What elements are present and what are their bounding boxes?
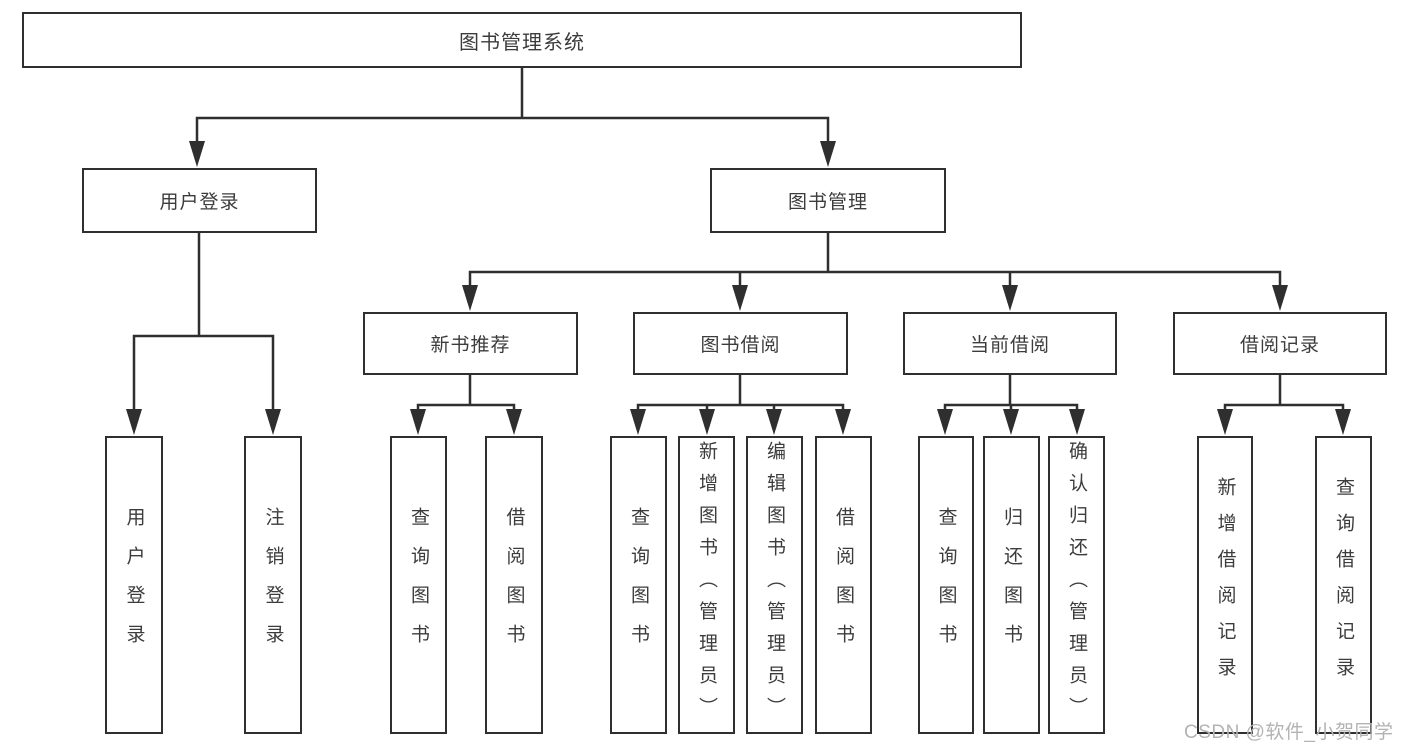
leaf-query-books-recommend: 查询图书 xyxy=(390,436,447,734)
node-book-management: 图书管理 xyxy=(710,168,946,233)
leaf-user-login: 用户登录 xyxy=(105,436,163,734)
node-borrowing-records: 借阅记录 xyxy=(1173,312,1387,375)
leaf-user-login-label: 用户登录 xyxy=(123,507,145,663)
leaf-add-borrow-record-label: 新增借阅记录 xyxy=(1214,477,1236,693)
node-new-book-recommend: 新书推荐 xyxy=(363,312,578,375)
leaf-borrow-books-label: 借阅图书 xyxy=(833,507,854,663)
node-current-borrowing: 当前借阅 xyxy=(903,312,1117,375)
leaf-add-books-admin: 新增图书（管理员） xyxy=(678,436,735,734)
leaf-add-borrow-record: 新增借阅记录 xyxy=(1197,436,1253,734)
leaf-query-borrow-record: 查询借阅记录 xyxy=(1315,436,1372,734)
node-book-borrowing: 图书借阅 xyxy=(633,312,848,375)
leaf-edit-books-admin: 编辑图书（管理员） xyxy=(746,436,803,734)
leaf-add-books-admin-label: 新增图书（管理员） xyxy=(696,441,717,729)
leaf-borrow-books-recommend: 借阅图书 xyxy=(485,436,543,734)
leaf-return-books: 归还图书 xyxy=(983,436,1040,734)
leaf-borrow-books: 借阅图书 xyxy=(815,436,872,734)
leaf-query-books-borrow-label: 查询图书 xyxy=(628,507,649,663)
leaf-logout: 注销登录 xyxy=(244,436,302,734)
leaf-borrow-books-recommend-label: 借阅图书 xyxy=(503,507,525,663)
leaf-confirm-return-admin-label: 确认归还（管理员） xyxy=(1066,441,1087,729)
leaf-return-books-label: 归还图书 xyxy=(1001,507,1022,663)
leaf-query-books-recommend-label: 查询图书 xyxy=(408,507,429,663)
leaf-query-books-current-label: 查询图书 xyxy=(935,507,957,663)
csdn-watermark: CSDN @软件_小贺同学 xyxy=(1184,722,1394,743)
arrowheads xyxy=(126,141,1351,435)
leaf-edit-books-admin-label: 编辑图书（管理员） xyxy=(764,441,785,729)
leaf-query-borrow-record-label: 查询借阅记录 xyxy=(1333,477,1354,693)
leaf-confirm-return-admin: 确认归还（管理员） xyxy=(1048,436,1105,734)
node-root-library-system: 图书管理系统 xyxy=(22,12,1022,68)
node-user-login: 用户登录 xyxy=(82,168,317,233)
leaf-query-books-borrow: 查询图书 xyxy=(610,436,667,734)
leaf-logout-label: 注销登录 xyxy=(262,507,284,663)
leaf-query-books-current: 查询图书 xyxy=(918,436,974,734)
